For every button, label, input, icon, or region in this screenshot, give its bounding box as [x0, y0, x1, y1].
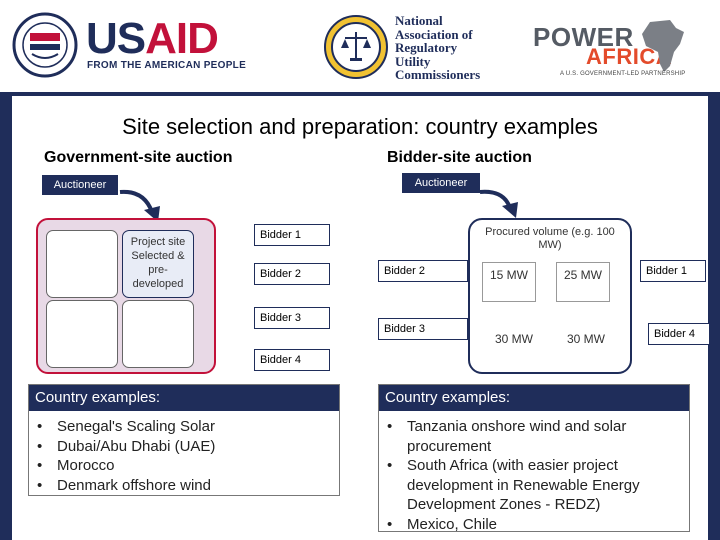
gov-bidder-3: Bidder 3 [254, 307, 330, 329]
mw-25: 25 MW [556, 262, 610, 302]
usaid-logo: USAID [86, 14, 219, 63]
slide-title: Site selection and preparation: country … [122, 114, 598, 139]
project-site-label: Project site Selected & pre-developed [130, 236, 186, 290]
government-site-container: Project site Selected & pre-developed [36, 218, 216, 374]
country-examples-left: Country examples: Senegal's Scaling Sola… [28, 384, 340, 496]
logo-header: USAID FROM THE AMERICAN PEOPLE National … [0, 0, 720, 92]
mw-30-right: 30 MW [566, 332, 605, 346]
examples-right-heading: Country examples: [379, 385, 689, 411]
list-item: Tanzania onshore wind and solar procurem… [385, 417, 683, 456]
bid-bidder-2: Bidder 2 [378, 260, 468, 282]
usaid-tagline: FROM THE AMERICAN PEOPLE [87, 60, 247, 71]
site-cell [122, 300, 194, 368]
examples-left-list: Senegal's Scaling Solar Dubai/Abu Dhabi … [29, 411, 339, 495]
bidder-arrow-icon [479, 189, 518, 218]
procured-volume-label: Procured volume (e.g. 100 MW) [485, 226, 615, 251]
country-examples-right: Country examples: Tanzania onshore wind … [378, 384, 690, 534]
list-item: Morocco [35, 456, 333, 476]
government-site-subtitle: Government-site auction [44, 149, 233, 166]
bid-bidder-4: Bidder 4 [648, 323, 710, 345]
site-cell [46, 230, 118, 298]
usaid-seal-icon [12, 12, 78, 78]
right-border-bar [708, 96, 720, 540]
list-item: South Africa (with easier project develo… [385, 456, 683, 515]
site-cell [46, 300, 118, 368]
power-africa-tagline: A U.S. GOVERNMENT-LED PARTNERSHIP [560, 71, 686, 77]
power-africa-power: POWER [533, 22, 634, 52]
procured-volume-container: Procured volume (e.g. 100 MW) 15 MW 25 M… [468, 218, 632, 374]
africa-map-icon [642, 20, 684, 72]
gov-auctioneer-label: Auctioneer [42, 175, 118, 195]
left-border-bar [0, 96, 12, 540]
bid-bidder-1: Bidder 1 [640, 260, 706, 282]
gov-bidder-1: Bidder 1 [254, 224, 330, 246]
examples-right-list: Tanzania onshore wind and solar procurem… [379, 411, 689, 534]
bidder-auctioneer-label: Auctioneer [402, 173, 480, 193]
list-item: Denmark offshore wind [35, 476, 333, 496]
list-item: Mexico, Chile [385, 515, 683, 535]
header-divider [0, 92, 720, 96]
list-item: Senegal's Scaling Solar [35, 417, 333, 437]
mw-15: 15 MW [482, 262, 536, 302]
list-item: Dubai/Abu Dhabi (UAE) [35, 437, 333, 457]
bidder-site-subtitle: Bidder-site auction [387, 149, 532, 166]
naruc-seal-icon [324, 15, 388, 79]
project-site-cell: Project site Selected & pre-developed [122, 230, 194, 298]
examples-left-heading: Country examples: [29, 385, 339, 411]
gov-bidder-2: Bidder 2 [254, 263, 330, 285]
bid-bidder-3: Bidder 3 [378, 318, 468, 340]
gov-bidder-4: Bidder 4 [254, 349, 330, 371]
naruc-logo-text: National Association of Regulatory Utili… [395, 13, 481, 82]
mw-30-left: 30 MW [494, 332, 533, 346]
